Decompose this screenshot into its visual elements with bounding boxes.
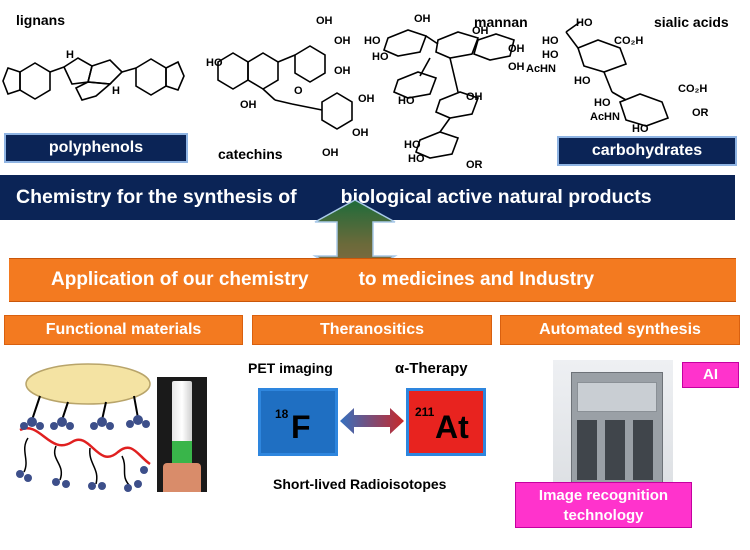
exchange-arrow-icon	[340, 408, 404, 434]
vial-photo	[157, 377, 207, 492]
carbohydrates-box: carbohydrates	[557, 136, 737, 166]
synthesizer-module-2	[605, 420, 625, 480]
sialic-acids-label: sialic acids	[654, 14, 729, 30]
svg-text:CO₂H: CO₂H	[678, 83, 707, 95]
svg-text:HO: HO	[372, 51, 389, 63]
catechin-structure	[217, 45, 353, 130]
svg-text:HO: HO	[398, 95, 415, 107]
svg-text:H: H	[112, 85, 120, 97]
svg-text:OH: OH	[240, 99, 257, 111]
svg-text:OH: OH	[322, 147, 339, 159]
svg-text:HO: HO	[542, 35, 559, 47]
svg-text:OH: OH	[316, 15, 333, 27]
svg-text:OH: OH	[352, 127, 369, 139]
pet-imaging-label: PET imaging	[248, 360, 333, 376]
application-bar: Application of our chemistry to medicine…	[9, 258, 736, 302]
svg-text:HO: HO	[542, 49, 559, 61]
svg-text:AcHN: AcHN	[526, 63, 556, 75]
fluorine-symbol: F	[291, 409, 311, 445]
vial-green-solution	[172, 441, 192, 463]
polymer-material-illustration	[16, 363, 151, 492]
astatine-symbol: At	[435, 409, 469, 445]
svg-text:O: O	[294, 85, 303, 97]
synthesizer-module-1	[577, 420, 597, 480]
mannan-structure	[383, 29, 515, 159]
svg-text:OR: OR	[692, 107, 709, 119]
svg-text:HO: HO	[574, 75, 591, 87]
banner-left-text: Chemistry for the synthesis of	[16, 186, 297, 208]
synthesis-banner: Chemistry for the synthesis of biologica…	[0, 175, 735, 220]
svg-text:H: H	[66, 49, 74, 61]
synthesizer-module-3	[633, 420, 653, 480]
area-automated-synthesis: Automated synthesis	[500, 315, 740, 345]
svg-text:OH: OH	[508, 43, 525, 55]
lignans-label: lignans	[16, 12, 66, 28]
application-right-text: to medicines and Industry	[358, 269, 595, 290]
svg-text:OR: OR	[466, 159, 483, 170]
astatine-211-box: 211 At	[406, 388, 486, 456]
svg-text:HO: HO	[206, 57, 223, 69]
svg-text:HO: HO	[408, 153, 425, 165]
svg-text:HO: HO	[576, 17, 593, 29]
area-theranostics: Theranositics	[252, 315, 492, 345]
svg-text:AcHN: AcHN	[590, 111, 620, 123]
astatine-mass-number: 211	[415, 405, 435, 419]
application-left-text: Application of our chemistry	[51, 269, 309, 290]
svg-text:OH: OH	[334, 65, 351, 77]
synthesizer-rack-top	[577, 382, 657, 412]
svg-text:OH: OH	[508, 61, 525, 73]
lignan-structure	[2, 57, 185, 101]
catechins-label: catechins	[218, 146, 283, 162]
svg-text:HO: HO	[594, 97, 611, 109]
banner-right-text: biological active natural products	[340, 186, 652, 208]
svg-text:OH: OH	[414, 13, 431, 25]
svg-text:HO: HO	[364, 35, 381, 47]
ai-box: AI	[682, 362, 739, 388]
svg-text:HO: HO	[632, 123, 649, 135]
svg-text:HO: HO	[404, 139, 421, 151]
radioisotopes-caption: Short-lived Radioisotopes	[273, 476, 447, 492]
fluorine-mass-number: 18	[275, 407, 289, 421]
svg-text:CO₂H: CO₂H	[614, 35, 643, 47]
mannan-label: mannan	[474, 14, 528, 30]
image-recognition-box: Image recognition technology	[515, 482, 692, 528]
svg-text:OH: OH	[334, 35, 351, 47]
alpha-therapy-label: α-Therapy	[395, 360, 468, 377]
natural-products-structures: OH OH OH HO OH O OH OH OH H H OH HO HO O…	[2, 13, 709, 170]
svg-text:OH: OH	[466, 91, 483, 103]
vial-cap	[163, 463, 201, 492]
fluorine-18-box: 18 F	[258, 388, 338, 456]
svg-text:OH: OH	[358, 93, 375, 105]
area-functional-materials: Functional materials	[4, 315, 243, 345]
polyphenols-box: polyphenols	[4, 133, 188, 163]
svg-text:OH: OH	[472, 25, 489, 37]
sialic-acid-structure	[565, 21, 670, 127]
